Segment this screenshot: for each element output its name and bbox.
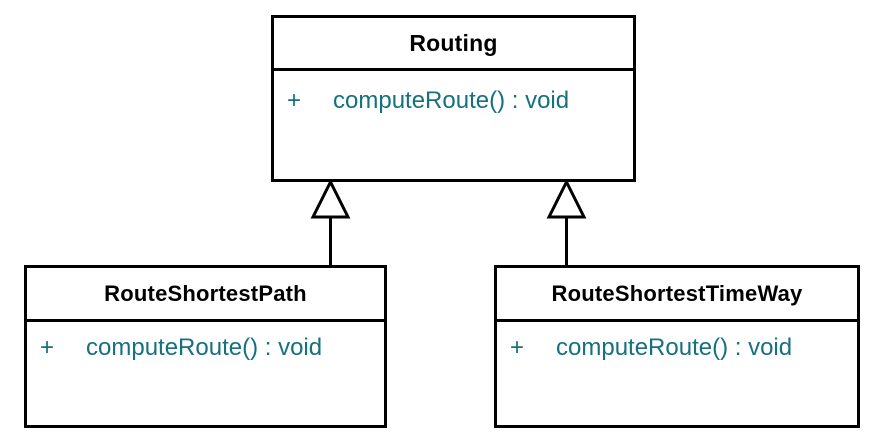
uml-class-routing[interactable]: Routing + computeRoute() : void bbox=[271, 15, 636, 182]
generalization-right[interactable] bbox=[546, 178, 587, 266]
method-signature: computeRoute() : void bbox=[333, 87, 570, 114]
uml-class-route-shortest-time-way-header: RouteShortestTimeWay bbox=[497, 268, 857, 322]
uml-class-route-shortest-time-way[interactable]: RouteShortestTimeWay + computeRoute() : … bbox=[494, 265, 860, 428]
generalization-left[interactable] bbox=[310, 178, 351, 266]
visibility-marker-public: + bbox=[510, 334, 525, 361]
uml-member-route-shortest-path-compute-route[interactable]: + computeRoute() : void bbox=[27, 333, 384, 363]
uml-class-route-shortest-path[interactable]: RouteShortestPath + computeRoute() : voi… bbox=[24, 265, 387, 428]
uml-class-route-shortest-path-header: RouteShortestPath bbox=[27, 268, 384, 322]
uml-class-route-shortest-time-way-name: RouteShortestTimeWay bbox=[551, 280, 803, 306]
method-signature: computeRoute() : void bbox=[86, 334, 323, 361]
uml-class-routing-body: + computeRoute() : void bbox=[274, 71, 633, 179]
uml-class-routing-name: Routing bbox=[409, 29, 498, 56]
method-signature: computeRoute() : void bbox=[556, 334, 793, 361]
hollow-triangle-arrowhead-left bbox=[310, 178, 351, 219]
visibility-marker-public: + bbox=[40, 334, 55, 361]
uml-class-route-shortest-path-body: + computeRoute() : void bbox=[27, 322, 384, 425]
hollow-triangle-arrowhead-right bbox=[546, 178, 587, 219]
uml-class-route-shortest-time-way-body: + computeRoute() : void bbox=[497, 322, 857, 425]
uml-class-routing-header: Routing bbox=[274, 18, 633, 71]
uml-member-routing-compute-route[interactable]: + computeRoute() : void bbox=[274, 86, 633, 116]
uml-member-route-shortest-time-way-compute-route[interactable]: + computeRoute() : void bbox=[497, 333, 857, 363]
visibility-marker-public: + bbox=[287, 87, 302, 114]
uml-class-route-shortest-path-name: RouteShortestPath bbox=[104, 280, 307, 306]
